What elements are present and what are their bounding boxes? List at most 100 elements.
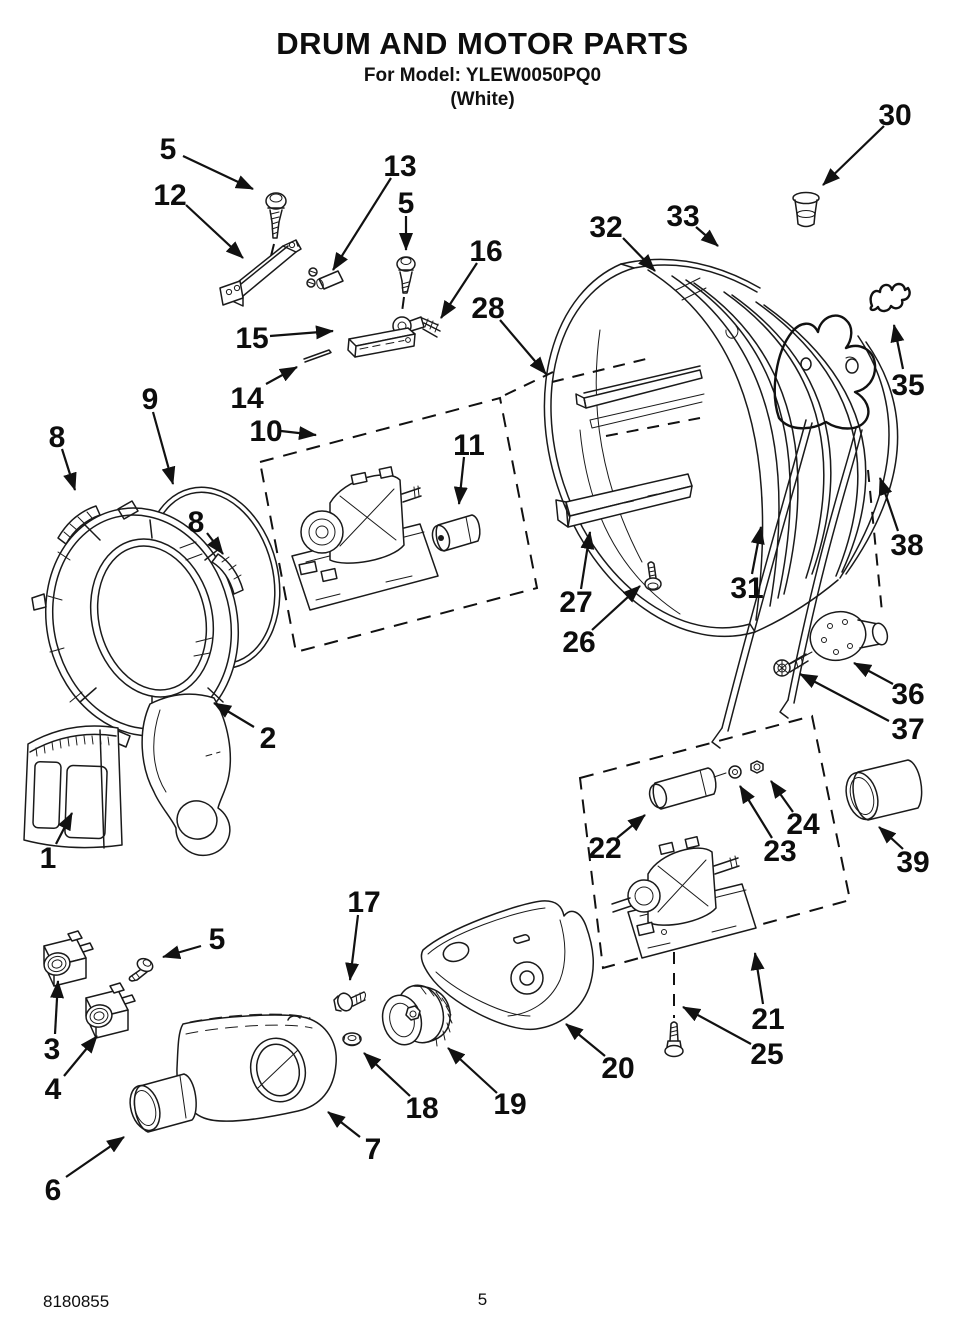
leader-arrow-4 (63, 1035, 98, 1077)
callout-label-23: 23 (763, 835, 796, 868)
leader-arrow-7 (327, 1111, 361, 1138)
part-capacitor-11 (431, 514, 481, 552)
part-motor-21 (611, 836, 757, 959)
callout-label-3: 3 (44, 1033, 61, 1066)
part-support-legs (711, 419, 863, 749)
part-washer-23 (728, 765, 742, 779)
callout-label-2: 2 (260, 722, 277, 755)
leader-arrow-6 (65, 1136, 125, 1178)
part-pin-14 (303, 349, 332, 363)
part-drum-support-shaft-36 (789, 469, 889, 665)
assembly-box-10 (258, 396, 539, 654)
part-plug-30 (792, 191, 820, 228)
callout-label-5: 5 (209, 923, 226, 956)
part-felt-seal-8b (211, 553, 244, 595)
leader-arrow-22 (616, 814, 646, 839)
callout-label-21: 21 (751, 1003, 784, 1036)
callout-label-5: 5 (160, 133, 177, 166)
callout-label-19: 19 (493, 1088, 526, 1121)
leader-arrow-5 (162, 944, 202, 959)
leader-arrow-1 (55, 812, 73, 845)
callout-label-33: 33 (666, 200, 699, 233)
callout-label-6: 6 (45, 1174, 62, 1207)
leader-arrow-12 (185, 204, 244, 259)
leader-arrow-14 (265, 366, 298, 385)
leader-arrow-19 (447, 1047, 498, 1094)
part-thermostat-3 (43, 930, 94, 987)
part-nut-18 (342, 1032, 362, 1047)
part-lint-housing-1 (23, 725, 123, 849)
callout-label-17: 17 (347, 886, 380, 919)
leader-arrow-24 (770, 780, 794, 813)
model-line: For Model: YLEW0050PQ0 (363, 65, 602, 86)
leader-arrow-8 (60, 448, 77, 491)
part-drive-belt-20 (420, 900, 595, 1031)
callout-label-30: 30 (878, 99, 911, 132)
callout-label-7: 7 (365, 1133, 382, 1166)
callout-label-16: 16 (469, 235, 502, 268)
leader-arrow-36 (853, 662, 894, 685)
leader-arrow-39 (878, 826, 904, 850)
leader-arrow-17 (345, 914, 360, 981)
callout-label-8: 8 (49, 421, 66, 454)
leader-arrow-9 (151, 411, 176, 485)
leader-arrow-31 (750, 526, 765, 575)
part-terminal-13 (306, 267, 344, 290)
page-title: DRUM AND MOTOR PARTS (276, 26, 689, 61)
callout-label-13: 13 (383, 150, 416, 183)
callout-label-28: 28 (471, 292, 504, 325)
callout-label-5: 5 (398, 187, 415, 220)
part-blower-housing-7 (176, 1013, 337, 1122)
part-rear-support-bracket (773, 314, 877, 430)
assembly-box-21 (578, 714, 852, 970)
part-screw-26 (644, 561, 662, 591)
leader-arrow-3 (50, 980, 65, 1035)
leader-arrow-16 (440, 262, 478, 319)
callout-label-31: 31 (730, 572, 763, 605)
callout-label-39: 39 (896, 846, 929, 879)
leader-arrow-23 (739, 785, 773, 839)
leader-arrow-20 (565, 1023, 606, 1057)
part-bracket-12 (219, 239, 302, 307)
leader-arrow-2 (213, 702, 255, 728)
callout-label-25: 25 (750, 1038, 783, 1071)
callout-label-11: 11 (453, 429, 485, 462)
callout-label-1: 1 (40, 842, 57, 875)
callout-label-14: 14 (230, 382, 264, 415)
callout-label-15: 15 (235, 322, 268, 355)
leader-arrow-21 (750, 952, 765, 1005)
leader-arrow-25 (682, 1006, 752, 1045)
leader-arrow-11 (453, 456, 468, 505)
part-drum-sleeve-39 (845, 759, 923, 821)
part-felt-seal-8a (57, 505, 101, 545)
title-block: DRUM AND MOTOR PARTS For Model: YLEW0050… (0, 26, 965, 111)
callout-label-36: 36 (891, 678, 924, 711)
leader-arrow-32 (622, 237, 656, 272)
callout-label-8: 8 (188, 506, 205, 539)
part-drum-assembly (543, 258, 899, 638)
callout-label-38: 38 (890, 529, 923, 562)
leader-arrow-35 (890, 324, 905, 370)
callout-label-10: 10 (249, 415, 282, 448)
leader-arrow-30 (822, 125, 885, 186)
part-retainer-clip-35 (869, 282, 911, 313)
callout-label-12: 12 (153, 179, 186, 212)
callout-label-35: 35 (891, 369, 924, 402)
leader-arrow-13 (332, 177, 392, 271)
color-line: (White) (450, 89, 515, 110)
callout-label-32: 32 (589, 211, 622, 244)
part-screw-5b (396, 256, 416, 313)
leader-arrow-15 (269, 325, 334, 340)
document-number: 8180855 (43, 1292, 110, 1311)
leader-dash-28 (504, 371, 554, 396)
part-felt-sleeve-6 (129, 1073, 197, 1133)
part-screw-5c (128, 957, 154, 982)
callout-label-22: 22 (588, 832, 621, 865)
leader-arrow-27 (579, 531, 595, 590)
part-thermostat-4 (85, 982, 136, 1039)
part-bar-15 (347, 327, 416, 358)
leader-arrow-33 (695, 226, 719, 247)
part-nut-24 (750, 760, 764, 774)
part-screw-25 (664, 952, 684, 1058)
